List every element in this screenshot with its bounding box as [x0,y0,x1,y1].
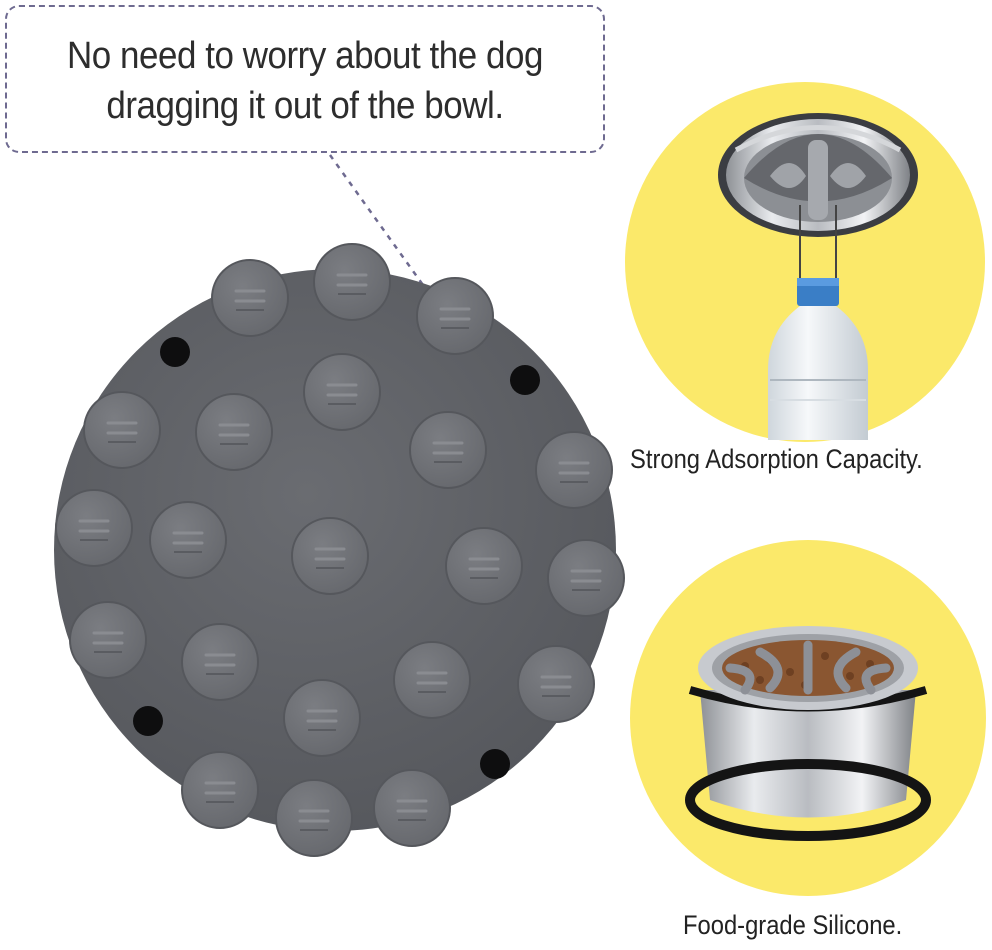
caption-silicone: Food-grade Silicone. [683,910,903,940]
suction-cup [275,779,353,857]
mat-hole [160,337,190,367]
suction-cup [313,243,391,321]
suction-cup [547,539,625,617]
suction-cup [409,411,487,489]
suction-cup [195,393,273,471]
suction-cup [83,391,161,469]
mat-hole [480,749,510,779]
suction-cup [291,517,369,595]
caption-adsorption: Strong Adsorption Capacity. [630,444,923,474]
suction-cup [69,601,147,679]
suction-cup [283,679,361,757]
food-grade-illustration [630,540,986,896]
suction-cup [416,277,494,355]
suction-cup [393,641,471,719]
callout-line-1: No need to worry about the dog [67,35,543,77]
suction-cup [181,623,259,701]
suction-cup [149,501,227,579]
suction-cup [445,527,523,605]
suction-cup [373,769,451,847]
adsorption-illustration [625,82,985,442]
silicone-mat [54,243,625,857]
suction-cup [181,751,259,829]
callout-box: No need to worry about the dog dragging … [5,5,605,153]
mat-hole [133,706,163,736]
mat-hole [510,365,540,395]
suction-cups [55,243,625,857]
suction-cup [303,353,381,431]
suction-cup [55,489,133,567]
callout-line-2: dragging it out of the bowl. [106,85,504,127]
suction-cup [535,431,613,509]
suction-cup [211,259,289,337]
suction-cup [517,645,595,723]
